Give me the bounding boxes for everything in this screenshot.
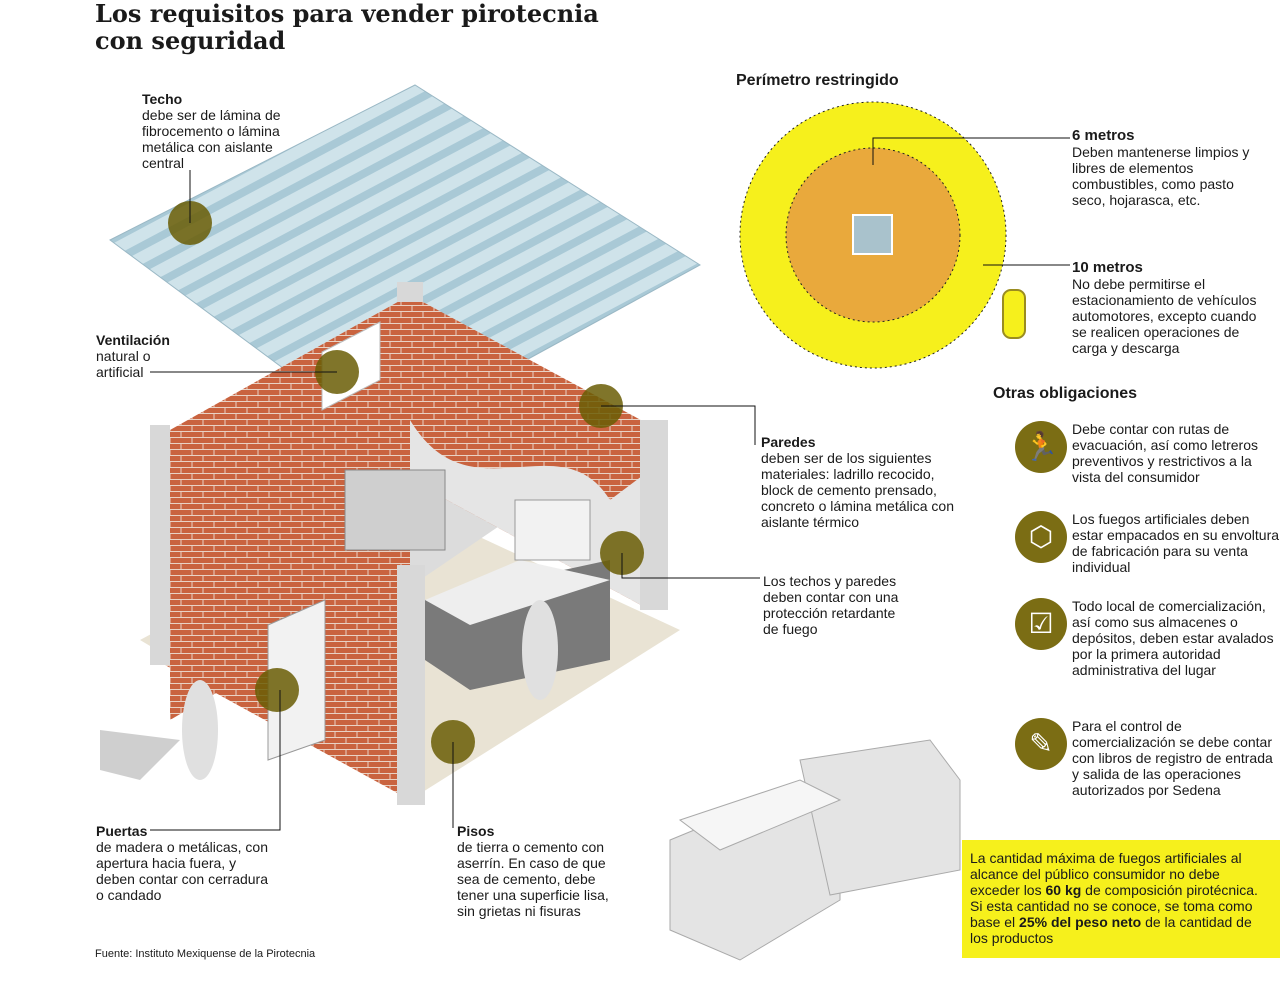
label-text: de tierra o cemento con aserrín. En caso… — [457, 839, 609, 919]
title-line-1: Los requisitos para vender pirotecnia — [95, 0, 599, 28]
car-icon — [1002, 289, 1026, 339]
nota-bold: 60 kg — [1045, 882, 1082, 898]
nota-part: La cantidad máxima de fuegos artificiale… — [970, 850, 1242, 898]
label-text: debe ser de lámina de fibrocemento o lám… — [142, 107, 281, 171]
obligacion-text: Los fuegos artificiales deben estar empa… — [1072, 511, 1280, 575]
label-text: No debe permitirse el estacionamiento de… — [1072, 276, 1257, 356]
label-heading: 6 metros — [1072, 127, 1135, 144]
label-heading: Paredes — [761, 434, 816, 450]
label-text: Deben mantenerse limpios y libres de ele… — [1072, 144, 1250, 208]
storage-building-icon — [852, 214, 893, 255]
page-title: Los requisitos para vender pirotecnia co… — [95, 0, 599, 54]
nota-part: de la cantidad de los productos — [970, 914, 1252, 946]
obligacion-text: Todo local de comercialización, así como… — [1072, 598, 1274, 678]
source-note: Fuente: Instituto Mexiquense de la Pirot… — [95, 948, 316, 960]
label-ventilacion: Ventilación natural o artificial — [96, 332, 196, 380]
nota-bold: 25% del peso neto — [1019, 914, 1142, 930]
label-puertas: Puertas de madera o metálicas, con apert… — [96, 823, 276, 903]
label-text: deben ser de los siguientes materiales: … — [761, 450, 954, 530]
label-heading: Pisos — [457, 823, 495, 839]
label-heading: 10 metros — [1072, 259, 1143, 276]
nota-box: La cantidad máxima de fuegos artificiale… — [962, 840, 1280, 958]
label-10-metros: 10 metros No debe permitirse el estacion… — [1072, 259, 1272, 357]
checkbox-icon: ☑ — [1015, 598, 1067, 650]
label-text: Los techos y paredes deben contar con un… — [763, 573, 899, 637]
label-pisos: Pisos de tierra o cemento con aserrín. E… — [457, 823, 617, 919]
box-icon: ⬡ — [1015, 511, 1067, 563]
label-retardante: Los techos y paredes deben contar con un… — [763, 573, 913, 637]
label-6-metros: 6 metros Deben mantenerse limpios y libr… — [1072, 127, 1252, 209]
label-text: de madera o metálicas, con apertura haci… — [96, 839, 268, 903]
obligacion-text: Para el control de comercialización se d… — [1072, 718, 1273, 798]
nota-part: de composición pirotécnica. Si esta cant… — [970, 882, 1258, 930]
obligaciones-heading: Otras obligaciones — [993, 385, 1138, 402]
running-person-icon: 🏃 — [1015, 421, 1067, 473]
marker-puertas — [255, 668, 299, 712]
label-heading: Techo — [142, 91, 183, 107]
label-heading: Puertas — [96, 823, 148, 839]
label-heading: Ventilación — [96, 332, 170, 348]
label-text: natural o artificial — [96, 348, 151, 380]
obligacion-text: Debe contar con rutas de evacuación, así… — [1072, 421, 1258, 485]
edit-icon: ✎ — [1015, 718, 1067, 770]
title-line-2: con seguridad — [95, 26, 286, 55]
label-techo: Techo debe ser de lámina de fibrocemento… — [142, 91, 302, 171]
label-paredes: Paredes deben ser de los siguientes mate… — [761, 434, 956, 530]
perimetro-heading: Perímetro restringido — [736, 72, 899, 89]
nota-text: La cantidad máxima de fuegos artificiale… — [970, 850, 1270, 946]
